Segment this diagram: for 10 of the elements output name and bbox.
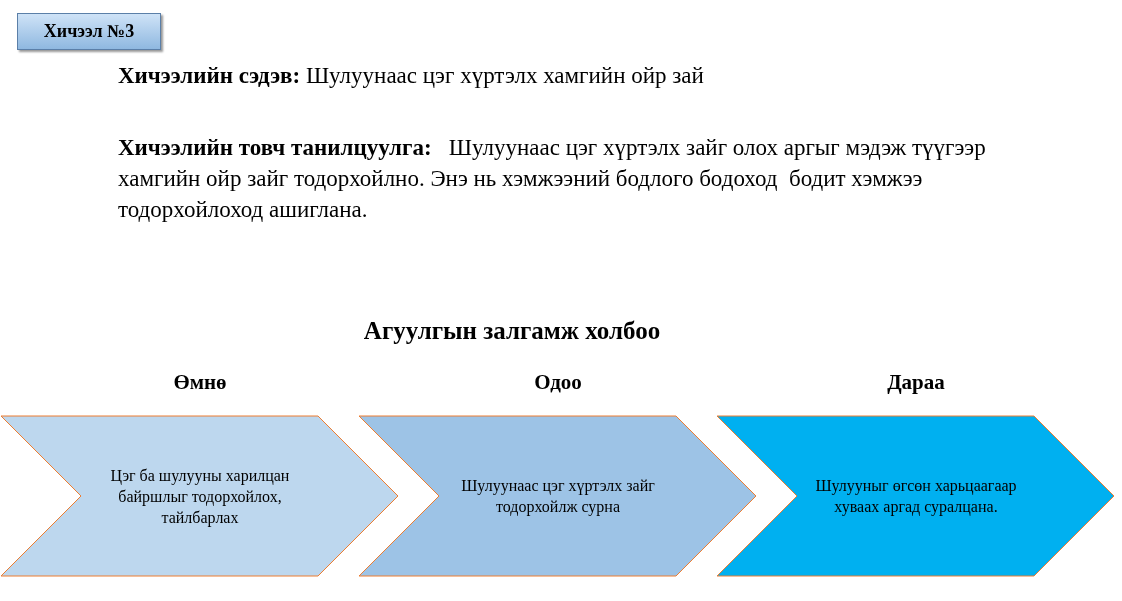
stage-heading: Одоо [533,370,583,395]
stage-heading: Дараа [886,370,946,395]
paragraph: Хичээлийн сэдэв: Шулуунаас цэг хүртэлх хамгийн ойр зай [118,62,705,90]
paragraph: Хичээлийн товч танилцуулга: Шулуунаас цэг хүртэлх зайг олох аргыг мэдэж түүгээр хамгийн ойр зайг тодорхойлно. Энэ нь хэмжээний бодлого бодоход бодит хэмжээ тодорхойлоход ашиглана. [118,134,987,224]
stage-description: Шулууныг өгсөн харьцаагаар хуваах аргад суралцана. [814,476,1018,517]
stage-description: Цэг ба шулууны харилцан байршлыг тодорхойлох, тайлбарлах [109,465,291,528]
stage-description: Шулуунаас цэг хүртэлх зайг тодорхойлж сурна [460,476,656,517]
section-heading: Агуулгын залгамж холбоо [362,316,662,346]
stage-heading: Өмнө [172,370,228,395]
lesson-number-box: Хичээл №3 [17,13,161,50]
